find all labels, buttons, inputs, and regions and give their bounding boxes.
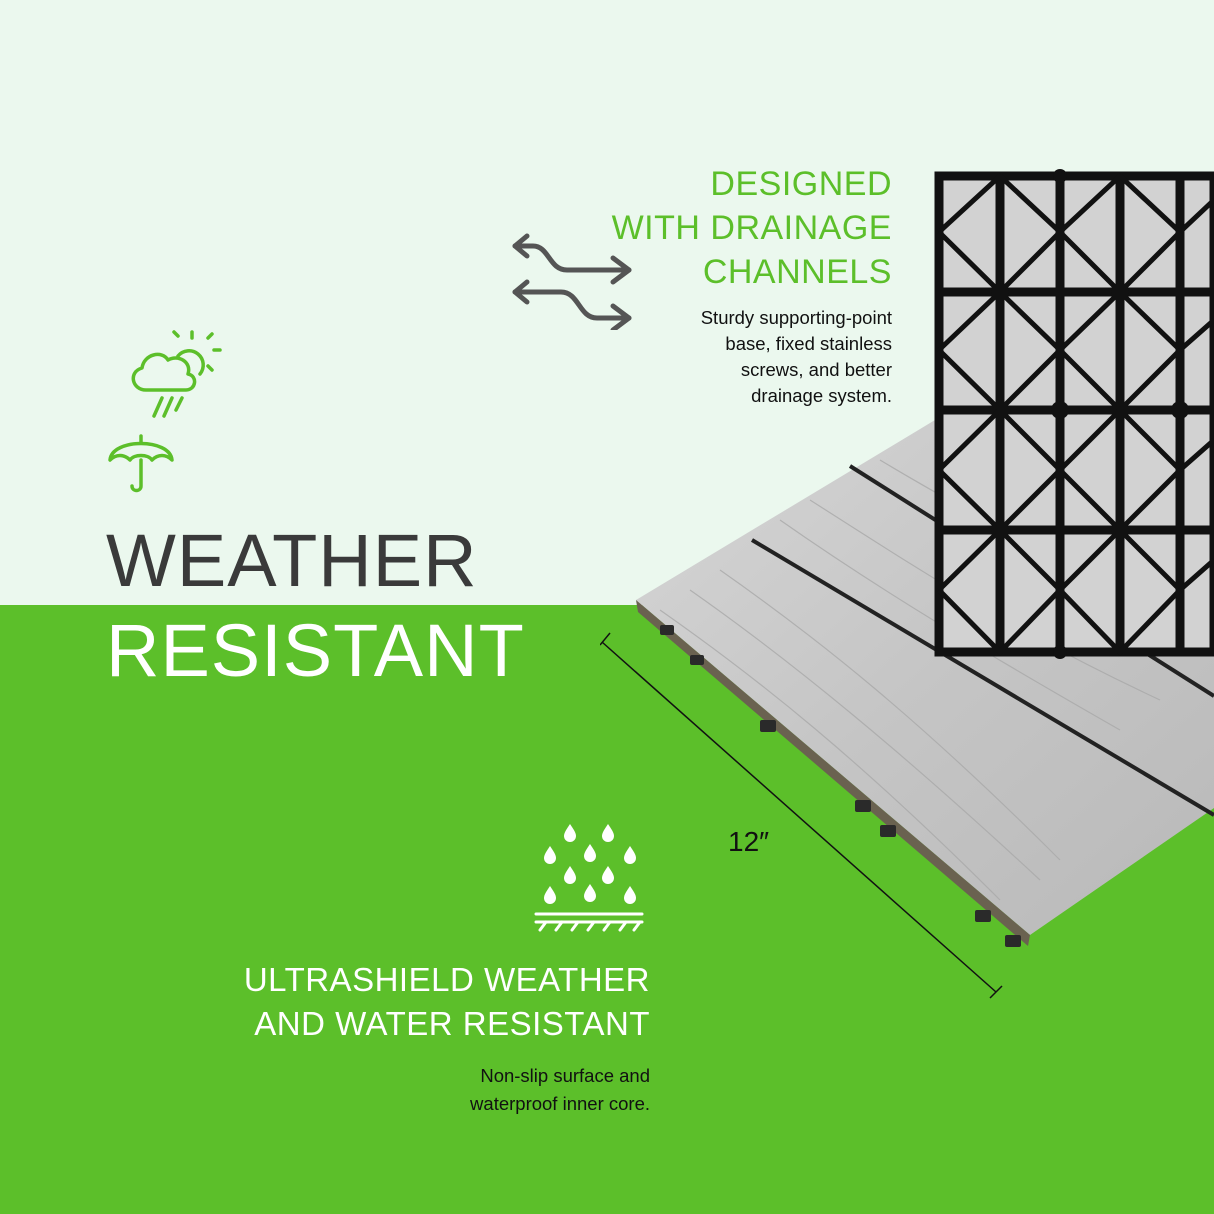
cloud-sun-rain-icon [131,330,222,418]
drainage-desc-line4: drainage system. [751,385,892,406]
drainage-title: DESIGNED WITH DRAINAGE CHANNELS [492,162,892,294]
crossing-arrows-icon [512,233,632,330]
headline-line2: RESISTANT [106,609,525,692]
ultrashield-title-line2: AND WATER RESISTANT [254,1005,650,1042]
ultrashield-desc-line2: waterproof inner core. [470,1093,650,1114]
deck-tile-product-image [600,169,1214,999]
tile-underside-grid [934,169,1214,659]
ultrashield-title: ULTRASHIELD WEATHER AND WATER RESISTANT [130,958,650,1046]
tile-side [636,600,1030,946]
ultrashield-title-line1: ULTRASHIELD WEATHER [243,961,650,998]
water-drops-surface-icon [534,824,644,932]
drainage-desc-line3: screws, and better [740,359,892,380]
drainage-title-line2: WITH DRAINAGE [611,209,892,247]
headline-line1: WEATHER [106,519,478,602]
ultrashield-description: Non-slip surface and waterproof inner co… [350,1062,650,1118]
dimension-line [600,632,1003,999]
ultrashield-desc-line1: Non-slip surface and [480,1065,650,1086]
drainage-desc-line2: base, fixed stainless [725,333,892,354]
drainage-title-line1: DESIGNED [710,165,892,203]
drainage-description: Sturdy supporting-point base, fixed stai… [612,305,892,409]
plank-gap-1 [750,538,1214,817]
drainage-desc-line1: Sturdy supporting-point [700,307,892,328]
umbrella-icon [108,434,174,493]
drainage-title-line3: CHANNELS [702,253,892,291]
dimension-label: 12″ [728,826,770,857]
